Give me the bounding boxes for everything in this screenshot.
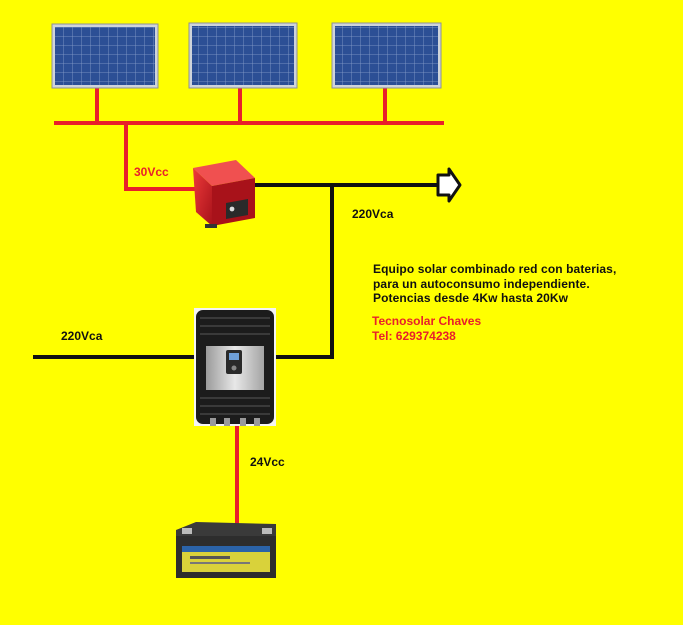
solar-panel-1 [51,23,159,89]
dc-wiring [54,86,444,530]
solar-panel-3 [331,22,442,89]
grid-inverter-icon [193,160,255,228]
panel-to-inverter-wire [124,123,196,191]
battery-icon [176,522,276,578]
grid-output-label: 220Vca [352,207,394,221]
arrow-right-icon [436,167,462,203]
company-name: Tecnosolar Chaves [372,314,482,328]
contact-info: Tecnosolar Chaves Tel: 629374238 [372,314,481,344]
battery-dc-label: 24Vcc [250,455,285,469]
description-line-2: para un autoconsumo independiente. [373,276,590,291]
phone-number: Tel: 629374238 [372,329,456,343]
ac-link-wire [274,185,334,359]
description-line-3: Potencias desde 4Kw hasta 20Kw [373,291,569,305]
panel-dc-label: 30Vcc [134,165,169,179]
description-line-1: Equipo solar combinado red con baterias, [373,262,617,276]
ac-wiring [33,183,438,359]
grid-input-label: 220Vca [61,329,103,343]
hybrid-inverter-charger-icon [194,308,276,426]
solar-panel-2 [188,22,298,89]
system-description: Equipo solar combinado red con baterias,… [373,262,616,306]
